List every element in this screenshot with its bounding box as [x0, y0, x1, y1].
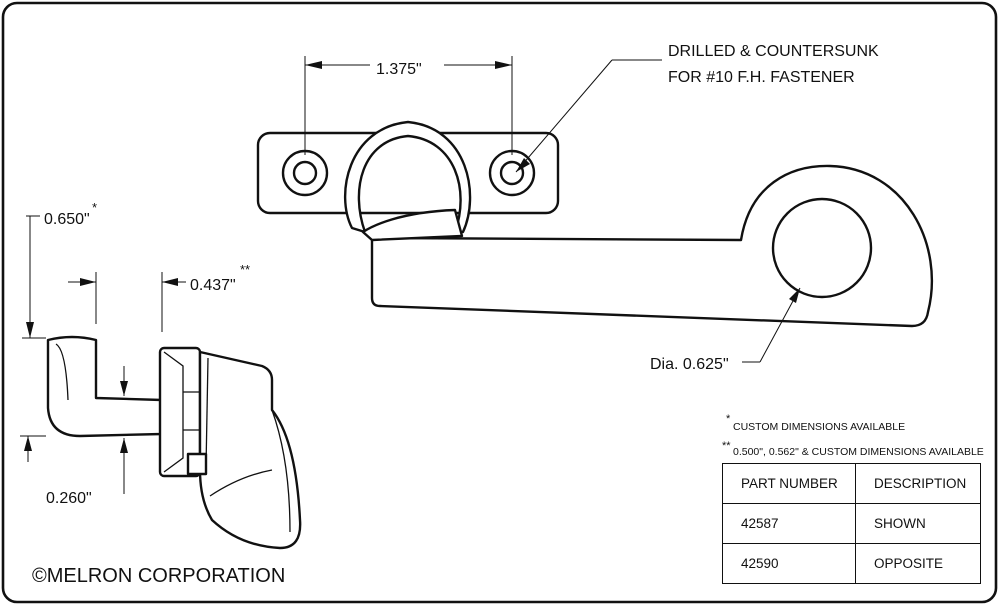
note-2: 0.500", 0.562" & CUSTOM DIMENSIONS AVAIL…	[733, 446, 984, 458]
height-offset-label: 0.650"	[44, 211, 90, 228]
part-number-cell: 42587	[722, 503, 856, 544]
countersink-callout-leader	[515, 59, 662, 173]
description-cell: SHOWN	[855, 503, 981, 544]
arm-neck	[361, 208, 464, 242]
height-offset-dimension	[22, 215, 46, 339]
table-row: 42590 OPPOSITE	[722, 543, 981, 584]
note-1-mark: *	[726, 413, 731, 425]
right-countersink	[499, 160, 525, 186]
side-hook	[46, 335, 164, 438]
description-cell: OPPOSITE	[855, 543, 981, 584]
header-description: DESCRIPTION	[855, 463, 981, 504]
callout-line-2: FOR #10 F.H. FASTENER	[668, 69, 855, 86]
callout-line-1: DRILLED & COUNTERSUNK	[668, 43, 879, 60]
note-2-mark: **	[722, 440, 731, 452]
side-body	[198, 350, 302, 550]
left-countersink	[292, 160, 318, 186]
arm-end-hole	[771, 197, 873, 299]
hole-spacing-label: 1.375"	[376, 61, 422, 78]
top-view-part	[256, 120, 933, 328]
bar-thickness-dimension	[20, 366, 128, 494]
note-1: CUSTOM DIMENSIONS AVAILABLE	[733, 421, 905, 433]
table-header-row: PART NUMBER DESCRIPTION	[722, 463, 981, 504]
thickness-mark: **	[240, 262, 250, 277]
hole-spacing-dimension	[304, 56, 513, 155]
bar-thickness-label: 0.260"	[46, 490, 92, 507]
height-offset-mark: *	[92, 200, 97, 215]
thickness-label: 0.437"	[190, 277, 236, 294]
part-number-cell: 42590	[722, 543, 856, 584]
parts-table: PART NUMBER DESCRIPTION 42587 SHOWN 4259…	[722, 463, 981, 584]
thickness-dimension	[68, 272, 186, 332]
boss-ring	[344, 120, 472, 234]
diameter-leader	[742, 287, 801, 363]
table-row: 42587 SHOWN	[722, 503, 981, 544]
diameter-label: Dia. 0.625"	[650, 356, 729, 373]
copyright-text: ©MELRON CORPORATION	[32, 565, 285, 587]
side-view-part	[46, 335, 302, 550]
header-part-number: PART NUMBER	[722, 463, 856, 504]
